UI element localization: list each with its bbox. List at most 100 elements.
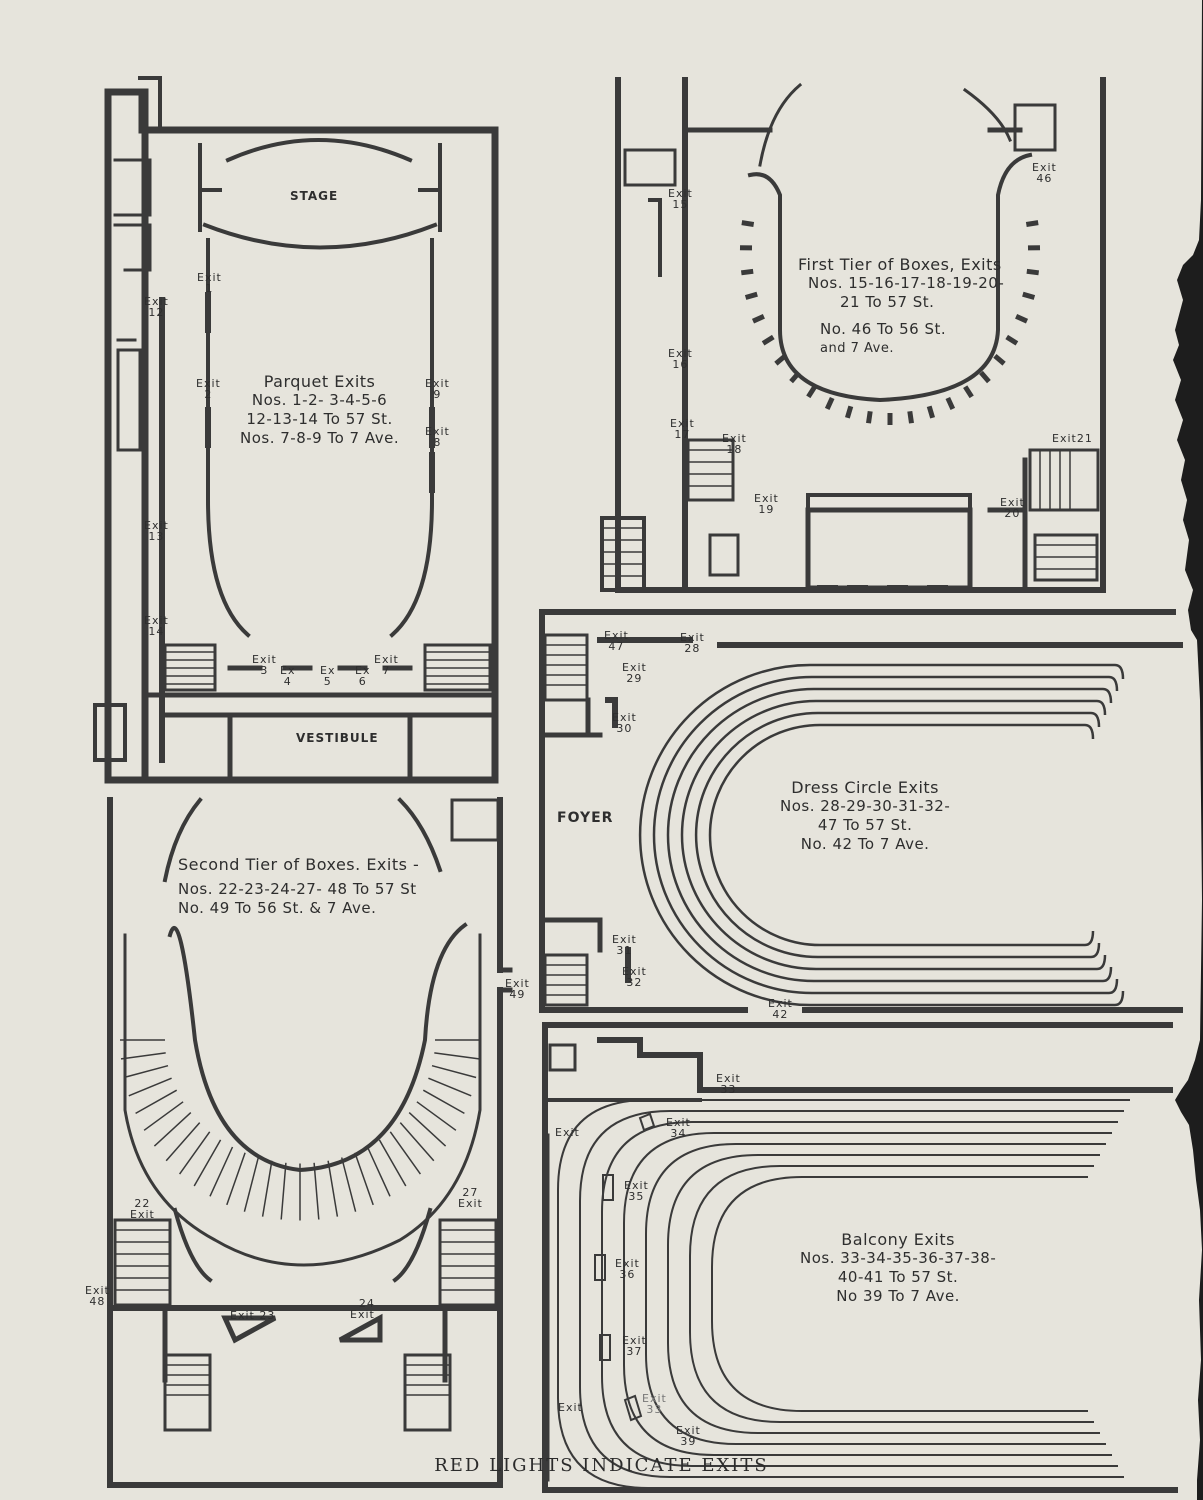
balcony-exit-boxes <box>594 1112 656 1422</box>
vestibule-walls <box>147 692 493 783</box>
first-tier-box-marker <box>741 220 755 227</box>
first-tier-stair-l <box>686 438 735 502</box>
second-tier-box-divider <box>165 1122 201 1162</box>
second-tier-box-divider <box>399 1122 435 1162</box>
dress-circle-line-1: Nos. 28-29-30-31-32- <box>780 797 951 815</box>
second-tier-box-divider <box>431 1064 477 1079</box>
parquet-exits-title: Parquet Exits <box>263 372 376 391</box>
second-tier-box-divider <box>143 1101 184 1131</box>
first-tier-box-marker <box>744 291 758 300</box>
second-tier-box-divider <box>178 1131 211 1175</box>
first-tier-box-marker <box>751 314 765 324</box>
second-tier-box-divider <box>366 1146 391 1197</box>
dress-circle-row <box>638 663 1115 1007</box>
second-tier-box-divider <box>354 1152 374 1206</box>
balcony-row <box>711 1176 1088 1412</box>
dress-circle-row-end <box>1084 930 1095 947</box>
first-tier-box-marker <box>740 268 754 276</box>
exit-23-label: Exit 23 <box>230 1309 276 1322</box>
second-tier-box-divider <box>209 1146 234 1197</box>
first-tier-box-marker <box>926 405 935 419</box>
first-tier-line-4: and 7 Ave. <box>820 341 894 356</box>
footer-caption: RED LIGHTS INDICATE EXITS <box>434 1455 769 1476</box>
second-tier-lower-stair-l <box>163 1353 212 1432</box>
balcony-row <box>645 1143 1106 1445</box>
dress-circle-stair-hatch <box>544 644 588 996</box>
first-tier-inner-bars <box>648 198 662 277</box>
first-tier-box-marker <box>1026 268 1040 276</box>
second-tier-lower-stair-r <box>403 1353 452 1432</box>
parquet-entry-stair <box>93 703 127 762</box>
stage-label: STAGE <box>290 189 339 203</box>
first-tier-box-marker <box>1005 334 1019 346</box>
first-tier-box-marker <box>866 410 873 424</box>
second-tier-stair-r <box>438 1218 498 1307</box>
first-tier-box-marker <box>1015 314 1029 324</box>
dress-circle-row-end <box>1114 990 1125 1007</box>
dress-circle-exit-bars <box>605 697 631 983</box>
second-tier-box-divider <box>120 1052 166 1060</box>
first-tier-line-2: 21 To 57 St. <box>840 293 935 311</box>
first-tier-title: First Tier of Boxes, Exits <box>798 255 1002 274</box>
second-tier-top-stair <box>450 798 500 842</box>
second-tier-line-1: Nos. 22-23-24-27- 48 To 57 St <box>178 880 417 898</box>
seat-row-arcs <box>120 220 1130 1489</box>
second-tier-title: Second Tier of Boxes. Exits - <box>178 855 420 874</box>
second-tier-stair-l <box>113 1218 172 1307</box>
balcony-row <box>689 1165 1094 1423</box>
second-tier-box-divider <box>261 1160 273 1217</box>
foyer-label: FOYER <box>557 810 614 826</box>
dress-circle-row <box>666 687 1103 983</box>
balcony-row <box>667 1154 1100 1434</box>
dress-circle-row <box>652 675 1109 995</box>
balcony-line-1: Nos. 33-34-35-36-37-38- <box>800 1249 997 1267</box>
second-tier-box-divider <box>416 1101 457 1131</box>
dress-circle-line-3: No. 42 To 7 Ave. <box>800 835 930 853</box>
second-tier-box-divider <box>389 1131 422 1175</box>
first-tier-horseshoe <box>747 152 1033 403</box>
first-tier-line-1: Nos. 15-16-17-18-19-20- <box>808 274 1005 292</box>
second-tier-notes: Second Tier of Boxes. Exits - Nos. 22-23… <box>178 855 419 918</box>
balcony-row <box>557 1099 1130 1489</box>
second-tier-box-divider <box>422 1089 465 1115</box>
parquet-left-exit-bars <box>205 292 435 493</box>
first-tier-stair-l2 <box>708 533 740 577</box>
second-tier-lower-stair-hatch <box>164 1364 451 1396</box>
stage-curve <box>225 138 413 163</box>
first-tier-stair-tl <box>623 148 677 187</box>
second-tier-box-divider <box>434 1052 480 1060</box>
second-tier-box-divider <box>313 1162 320 1220</box>
parquet-outer-wall <box>104 88 499 784</box>
first-tier-box-marker <box>1022 291 1036 300</box>
first-tier-right-wall-inner <box>987 457 1028 593</box>
second-tier-box-divider <box>243 1157 260 1212</box>
parquet-exits-notes: Parquet Exits Nos. 1-2- 3-4-5-6 12-13-14… <box>240 372 399 448</box>
parquet-side-rooms <box>113 158 152 452</box>
first-tier-curve-top <box>758 82 1012 167</box>
dress-circle-row-end <box>1096 954 1107 971</box>
parquet-stair-top <box>138 76 162 132</box>
first-tier-box-marker <box>789 370 801 384</box>
balcony-outer-wall <box>542 1022 1178 1493</box>
balcony-line-2: 40-41 To 57 St. <box>837 1268 959 1286</box>
first-tier-stair-r <box>1028 448 1100 512</box>
first-tier-notes: First Tier of Boxes, Exits Nos. 15-16-17… <box>798 255 1004 358</box>
balcony-row <box>579 1110 1124 1478</box>
parquet-plan <box>93 76 499 784</box>
second-tier-box-divider <box>193 1139 222 1187</box>
